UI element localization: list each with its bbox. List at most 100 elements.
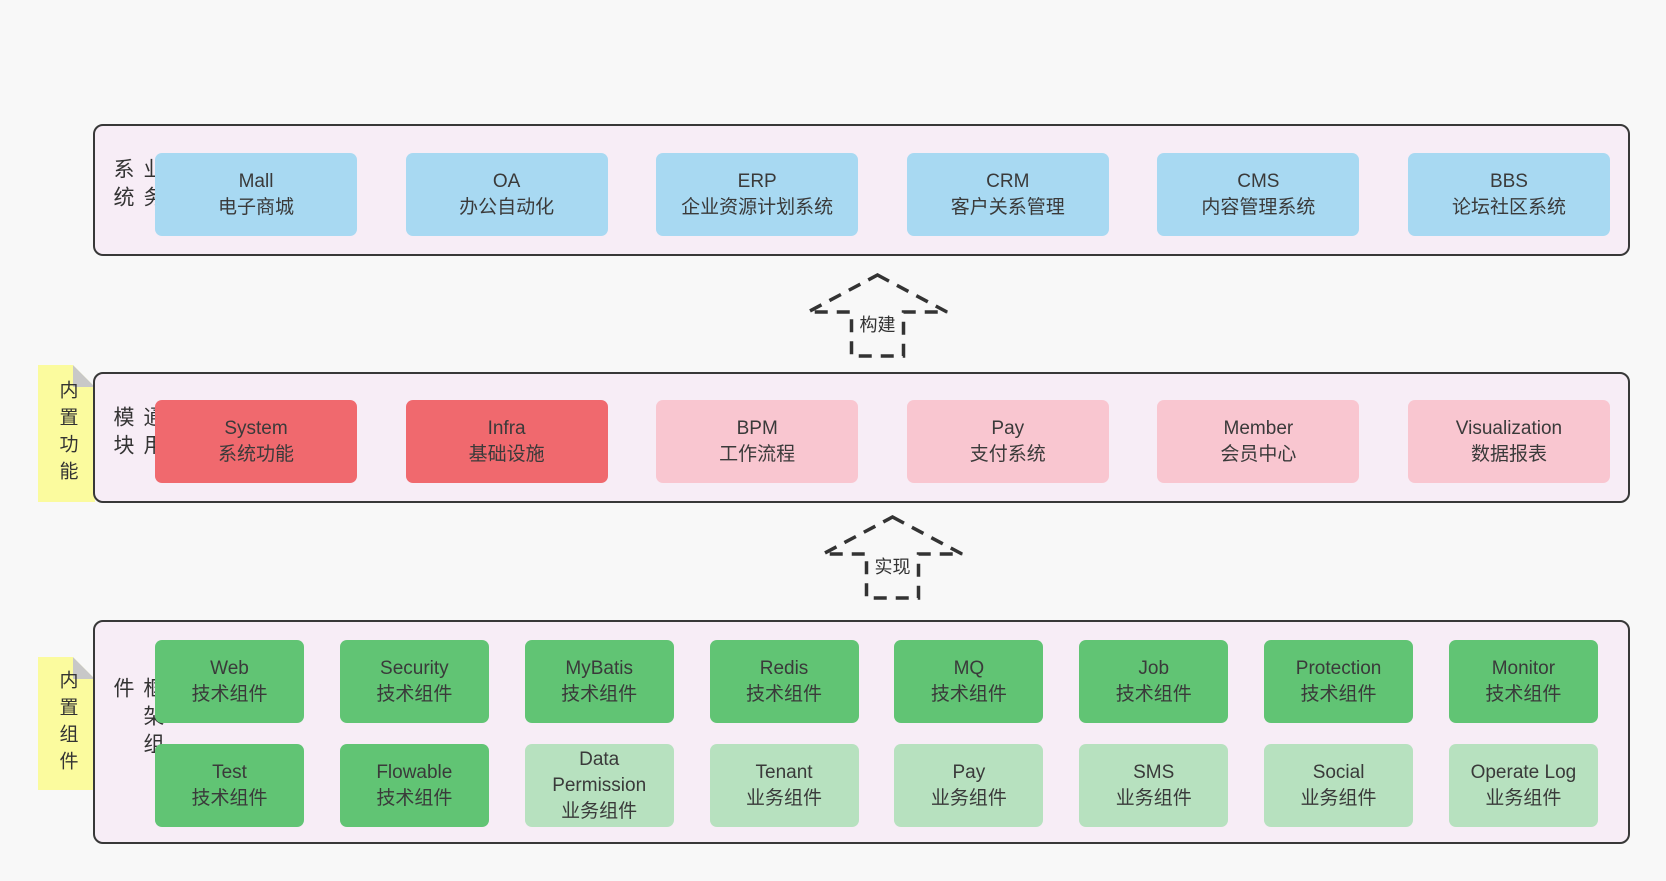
box-title: Infra: [487, 417, 526, 439]
box-subtitle: 数据报表: [1470, 443, 1547, 465]
box-mq: MQ 技术组件: [894, 640, 1044, 723]
box-subtitle: 会员中心: [1220, 443, 1297, 465]
components-box-row-2: Test 技术组件 Flowable 技术组件 Data Permission …: [155, 744, 1598, 827]
box-title: BBS: [1489, 170, 1528, 192]
box-mall: Mall 电子商城: [155, 153, 357, 236]
box-title: Job: [1138, 657, 1170, 679]
box-security: Security 技术组件: [339, 640, 489, 723]
box-title: System: [224, 417, 288, 439]
box-subtitle: 技术组件: [1115, 683, 1192, 705]
panel-business-systems: 业务系统 Mall 电子商城 OA 办公自动化 ERP 企业资源计划系统 CRM…: [93, 124, 1630, 256]
box-title: Redis: [759, 657, 809, 679]
box-bbs: BBS 论坛社区系统: [1407, 153, 1610, 236]
box-title: Pay: [952, 761, 986, 783]
modules-box-row: System 系统功能 Infra 基础设施 BPM 工作流程 Pay 支付系统…: [155, 400, 1610, 483]
box-bpm: BPM 工作流程: [656, 400, 859, 483]
components-box-row-1: Web 技术组件 Security 技术组件 MyBatis 技术组件 Redi…: [155, 640, 1598, 723]
box-infra: Infra 基础设施: [405, 400, 608, 483]
box-title: Monitor: [1491, 657, 1556, 679]
box-title: Data Permission: [552, 748, 647, 796]
box-web: Web 技术组件: [155, 640, 304, 723]
box-subtitle: 基础设施: [468, 443, 545, 465]
box-title: MQ: [953, 657, 985, 679]
box-visualization: Visualization 数据报表: [1407, 400, 1610, 483]
box-member: Member 会员中心: [1157, 400, 1360, 483]
panel-framework-components: 框架组件 Web 技术组件 Security 技术组件 MyBatis 技术组件…: [93, 620, 1630, 844]
box-title: OA: [492, 170, 521, 192]
box-subtitle: 业务组件: [930, 787, 1007, 809]
box-subtitle: 电子商城: [217, 196, 294, 218]
box-sms: SMS 业务组件: [1079, 744, 1229, 827]
box-title: Pay: [991, 417, 1025, 439]
sticky-note-label: 内置组件: [56, 669, 78, 778]
box-flowable: Flowable 技术组件: [339, 744, 489, 827]
box-operate-log: Operate Log 业务组件: [1448, 744, 1598, 827]
panel-common-modules: 通用模块 System 系统功能 Infra 基础设施 BPM 工作流程 Pay…: [93, 372, 1630, 503]
box-pay-component: Pay 业务组件: [894, 744, 1044, 827]
box-title: Member: [1223, 417, 1294, 439]
box-protection: Protection 技术组件: [1264, 640, 1414, 723]
box-redis: Redis 技术组件: [709, 640, 859, 723]
sticky-note-label: 内置功能: [56, 379, 78, 488]
box-subtitle: 系统功能: [217, 443, 294, 465]
box-oa: OA 办公自动化: [405, 153, 608, 236]
arrow-build-label: 构建: [855, 310, 900, 338]
sticky-note-builtin-features: 内置功能: [38, 365, 95, 502]
box-title: CMS: [1237, 170, 1280, 192]
box-title: Mall: [238, 170, 274, 192]
box-subtitle: 客户关系管理: [950, 196, 1065, 218]
box-subtitle: 业务组件: [1485, 787, 1562, 809]
arrow-build-up: 构建: [805, 272, 950, 358]
box-job: Job 技术组件: [1079, 640, 1229, 723]
box-subtitle: 业务组件: [746, 787, 823, 809]
box-title: SMS: [1133, 761, 1175, 783]
box-subtitle: 技术组件: [191, 683, 268, 705]
box-title: BPM: [736, 417, 778, 439]
box-erp: ERP 企业资源计划系统: [656, 153, 859, 236]
box-cms: CMS 内容管理系统: [1157, 153, 1360, 236]
box-subtitle: 技术组件: [746, 683, 823, 705]
box-subtitle: 技术组件: [376, 683, 453, 705]
box-subtitle: 业务组件: [1115, 787, 1192, 809]
box-subtitle: 技术组件: [561, 683, 638, 705]
box-title: Flowable: [376, 761, 453, 783]
box-subtitle: 支付系统: [969, 443, 1046, 465]
box-title: Operate Log: [1470, 761, 1577, 783]
box-title: Social: [1312, 761, 1365, 783]
box-system: System 系统功能: [155, 400, 357, 483]
box-subtitle: 技术组件: [1485, 683, 1562, 705]
box-title: ERP: [737, 170, 777, 192]
box-subtitle: 技术组件: [191, 787, 268, 809]
box-test: Test 技术组件: [155, 744, 304, 827]
box-title: MyBatis: [565, 657, 633, 679]
box-pay-module: Pay 支付系统: [906, 400, 1109, 483]
box-subtitle: 技术组件: [930, 683, 1007, 705]
box-subtitle: 论坛社区系统: [1451, 196, 1566, 218]
box-data-permission: Data Permission 业务组件: [524, 744, 674, 827]
box-subtitle: 办公自动化: [459, 196, 555, 218]
box-title: CRM: [986, 170, 1030, 192]
box-title: Security: [380, 657, 449, 679]
box-social: Social 业务组件: [1264, 744, 1414, 827]
box-subtitle: 技术组件: [1300, 683, 1377, 705]
box-title: Test: [212, 761, 247, 783]
box-mybatis: MyBatis 技术组件: [524, 640, 674, 723]
dashed-up-arrow-icon: [807, 273, 948, 358]
box-title: Web: [210, 657, 249, 679]
box-subtitle: 业务组件: [561, 800, 638, 822]
box-title: Visualization: [1455, 417, 1563, 439]
arrow-implement-label: 实现: [870, 552, 915, 580]
box-subtitle: 工作流程: [719, 443, 796, 465]
box-subtitle: 企业资源计划系统: [681, 196, 834, 218]
box-title: Tenant: [755, 761, 813, 783]
business-box-row: Mall 电子商城 OA 办公自动化 ERP 企业资源计划系统 CRM 客户关系…: [155, 153, 1610, 236]
box-subtitle: 内容管理系统: [1201, 196, 1316, 218]
sticky-note-builtin-components: 内置组件: [38, 657, 95, 790]
arrow-implement-up: 实现: [820, 514, 965, 600]
box-subtitle: 业务组件: [1300, 787, 1377, 809]
box-monitor: Monitor 技术组件: [1448, 640, 1598, 723]
dashed-up-arrow-icon: [822, 515, 963, 600]
box-crm: CRM 客户关系管理: [906, 153, 1109, 236]
box-subtitle: 技术组件: [376, 787, 453, 809]
